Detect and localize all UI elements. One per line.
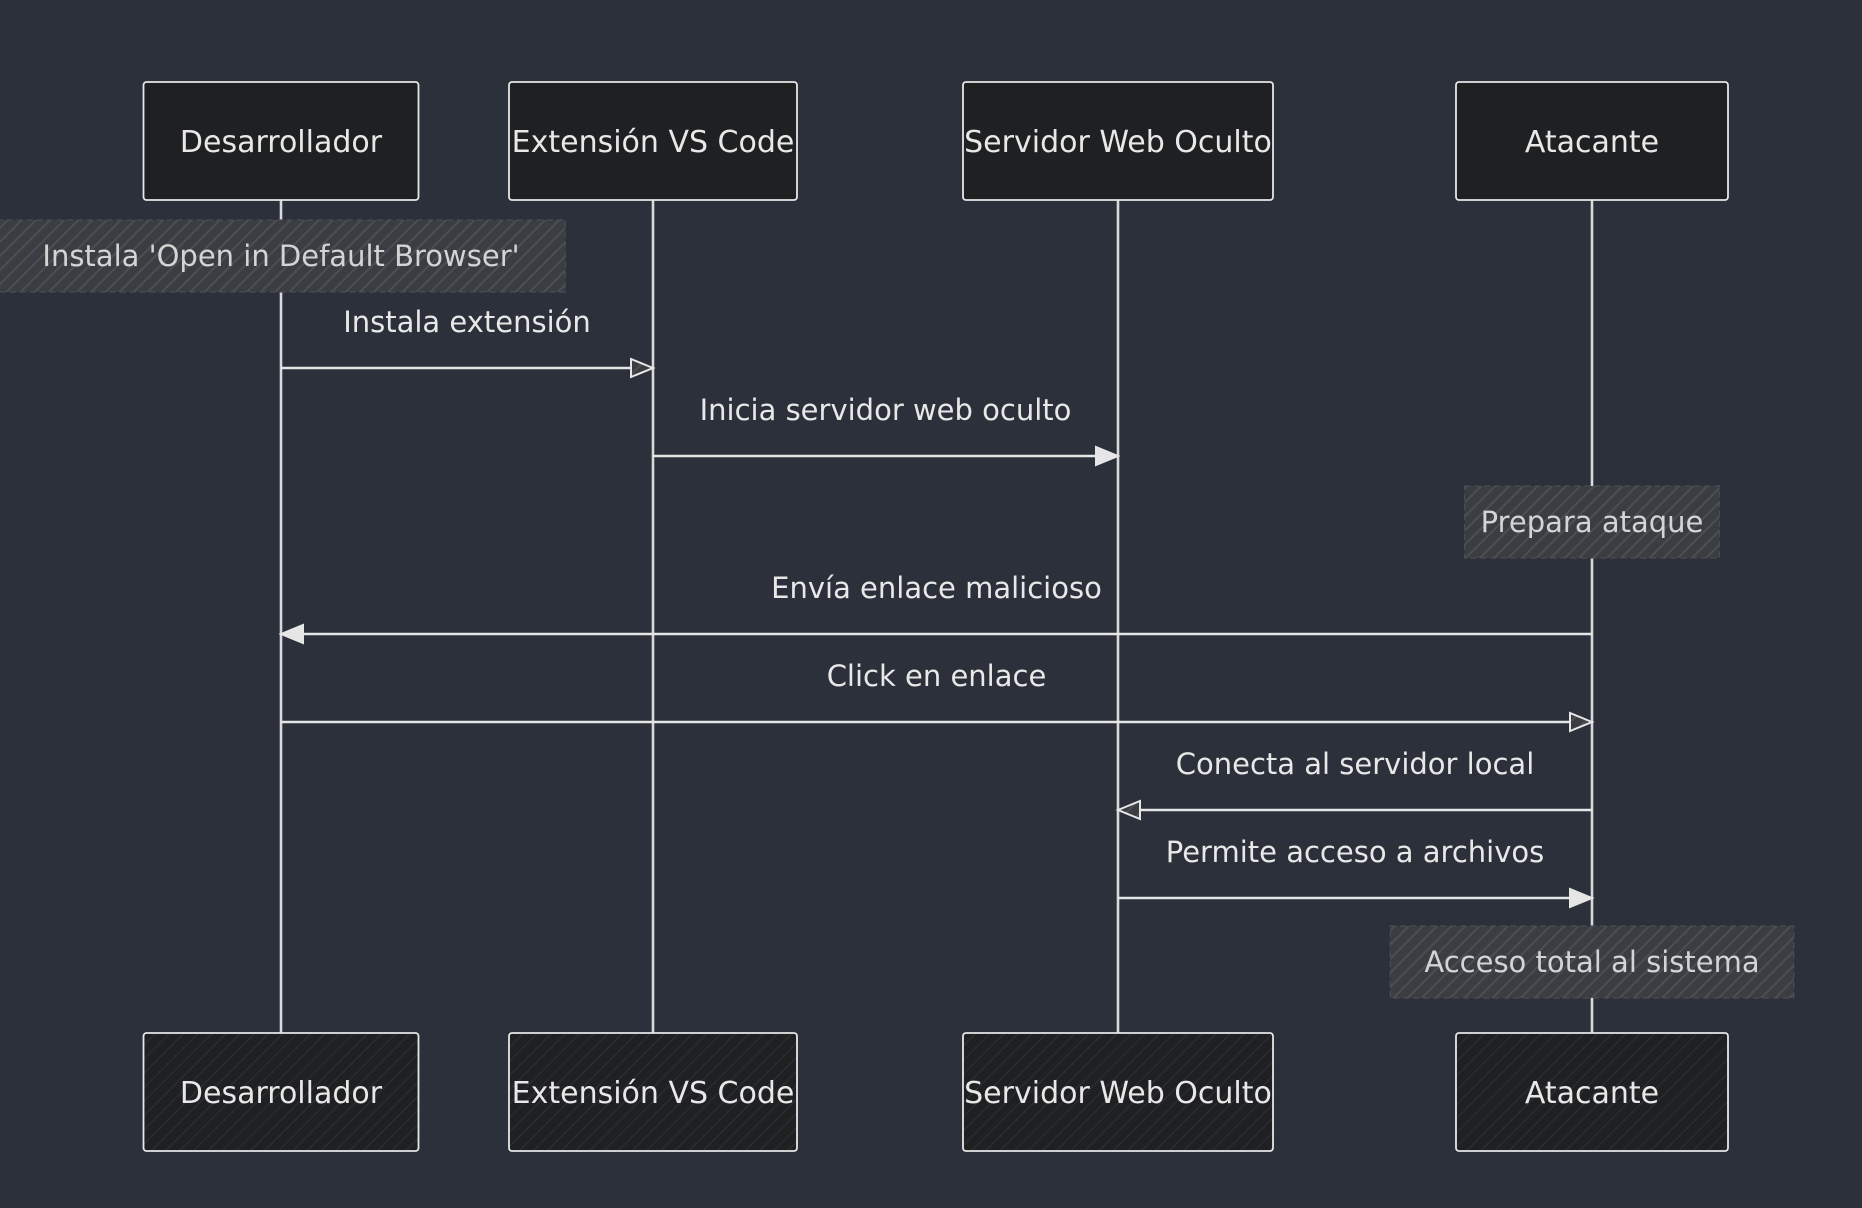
- actor-box: [1455, 1032, 1729, 1152]
- message-label: Envía enlace malicioso: [771, 571, 1102, 605]
- actor-label: Extensión VS Code: [512, 1076, 795, 1111]
- note-box: [1389, 925, 1795, 999]
- note: Instala 'Open in Default Browser': [0, 219, 566, 293]
- actor-att-bottom: Atacante: [1455, 1032, 1729, 1152]
- message-label: Conecta al servidor local: [1176, 747, 1535, 781]
- actor-label: Servidor Web Oculto: [964, 125, 1272, 160]
- message: Click en enlace: [281, 659, 1595, 733]
- actor-dev-top: Desarrollador: [142, 81, 420, 201]
- actor-dev-bottom: Desarrollador: [142, 1032, 420, 1152]
- actor-label: Desarrollador: [180, 125, 383, 160]
- message-label: Permite acceso a archivos: [1166, 835, 1544, 869]
- actor-label: Atacante: [1525, 125, 1659, 160]
- actor-srv-top: Servidor Web Oculto: [962, 81, 1274, 201]
- message: Conecta al servidor local: [1115, 747, 1592, 821]
- note: Prepara ataque: [1463, 485, 1721, 559]
- actor-box: [508, 81, 798, 201]
- note-box: [1463, 485, 1721, 559]
- note-label: Acceso total al sistema: [1424, 945, 1759, 979]
- note-box: [0, 219, 566, 293]
- message: Instala extensión: [281, 305, 656, 379]
- message-label: Click en enlace: [827, 659, 1047, 693]
- note-label: Prepara ataque: [1481, 505, 1704, 539]
- actor-box: [1455, 81, 1729, 201]
- actor-ext-top: Extensión VS Code: [508, 81, 798, 201]
- arrowhead: [1115, 799, 1141, 821]
- message: Envía enlace malicioso: [278, 571, 1592, 645]
- arrowhead: [278, 623, 304, 645]
- note: Acceso total al sistema: [1389, 925, 1795, 999]
- actor-att-top: Atacante: [1455, 81, 1729, 201]
- actor-label: Atacante: [1525, 1076, 1659, 1111]
- actors-top: Desarrollador Extensión VS Code Servidor W…: [142, 81, 1729, 201]
- actor-box: [508, 1032, 798, 1152]
- notes: Instala 'Open in Default Browser' Prepara…: [0, 219, 1795, 999]
- message: Permite acceso a archivos: [1118, 835, 1595, 909]
- arrowhead: [630, 357, 656, 379]
- actor-label: Desarrollador: [180, 1076, 383, 1111]
- arrowhead: [1569, 887, 1595, 909]
- note-label: Instala 'Open in Default Browser': [42, 239, 519, 273]
- message-label: Instala extensión: [343, 305, 591, 339]
- arrowhead: [1095, 445, 1121, 467]
- actor-box: [962, 1032, 1274, 1152]
- actor-label: Extensión VS Code: [512, 125, 795, 160]
- lifelines: [279, 200, 1594, 1033]
- actor-srv-bottom: Servidor Web Oculto: [962, 1032, 1274, 1152]
- actor-label: Servidor Web Oculto: [964, 1076, 1272, 1111]
- actor-box: [962, 81, 1274, 201]
- message-label: Inicia servidor web oculto: [700, 393, 1072, 427]
- arrowhead: [1569, 711, 1595, 733]
- message: Inicia servidor web oculto: [653, 393, 1121, 467]
- actor-box: [142, 1032, 420, 1152]
- actor-ext-bottom: Extensión VS Code: [508, 1032, 798, 1152]
- actor-box: [142, 81, 420, 201]
- actors-bottom: Desarrollador Extensión VS Code Servidor W…: [142, 1032, 1729, 1152]
